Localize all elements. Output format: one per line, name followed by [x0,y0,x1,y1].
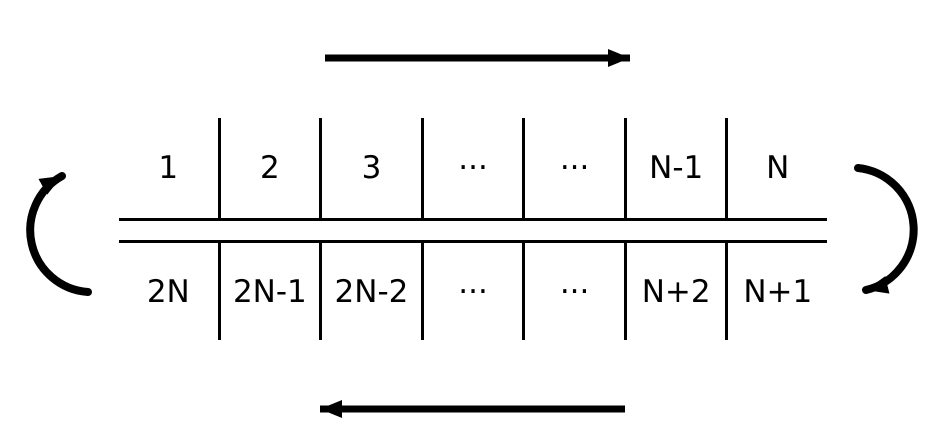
bottom-row-cell: 2N-2 [322,243,424,340]
bottom-row-cell: 2N [119,243,221,340]
curved-arrow-up-right-icon [26,172,92,296]
bottom-row-cell: ··· [525,243,627,340]
top-row-cell: ··· [424,118,526,218]
bottom-row-cell: 2N-1 [221,243,323,340]
top-row-cell: 2 [221,118,323,218]
bottom-row-cell: N+1 [743,273,813,310]
curved-arrow-down-left-icon [854,164,918,294]
bottom-row-cell: N+2 [627,243,729,340]
top-row-cell: 3 [322,118,424,218]
bottom-row: 2N 2N-1 2N-2 ··· ··· N+2 N+1 [119,240,827,340]
top-row-cell: 1 [119,118,221,218]
bottom-row-cell: ··· [424,243,526,340]
top-row-cell: N [766,150,790,186]
top-row-cell: N-1 [627,118,729,218]
top-row-cell: ··· [525,118,627,218]
top-row: 1 2 3 ··· ··· N-1 N [119,118,827,221]
